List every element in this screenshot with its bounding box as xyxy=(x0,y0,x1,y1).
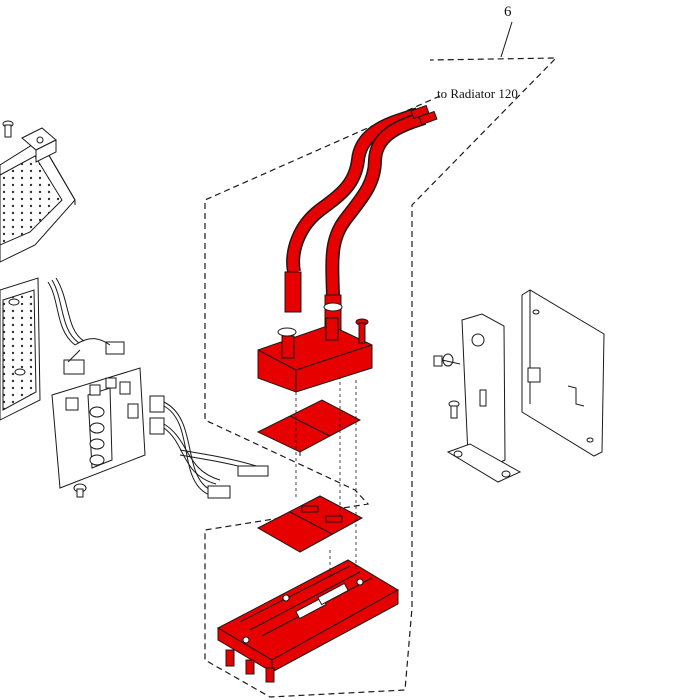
screw-bracket-lower xyxy=(448,400,460,419)
assembly-boundary-dashed xyxy=(204,57,558,698)
thermal-pad-lower xyxy=(256,495,364,553)
back-plate xyxy=(521,289,605,457)
hold-down-bracket xyxy=(21,127,57,163)
tube-end-fittings xyxy=(410,104,438,126)
tube-clamps xyxy=(277,302,343,337)
cooling-tubes xyxy=(284,107,427,336)
thermal-pad-upper xyxy=(256,399,362,456)
screw-bottom-left xyxy=(73,483,87,498)
screw-cold-plate xyxy=(355,318,369,344)
mounting-bracket xyxy=(446,313,522,483)
screw-top-left xyxy=(2,120,14,138)
top-cover-plate xyxy=(0,139,76,263)
control-pcb xyxy=(51,367,146,489)
callout-leader-line xyxy=(500,21,513,58)
base-pcb xyxy=(216,559,399,683)
screw-bracket-upper xyxy=(433,353,461,367)
cold-plate xyxy=(257,317,373,393)
alignment-lines xyxy=(295,376,357,580)
callout-number: 6 xyxy=(504,4,512,20)
radiator-connection-label: to Radiator 120 xyxy=(437,86,518,101)
wire-harness xyxy=(149,395,269,499)
ribbon-connector-upper xyxy=(47,277,125,375)
chassis-side-panel xyxy=(0,277,41,421)
